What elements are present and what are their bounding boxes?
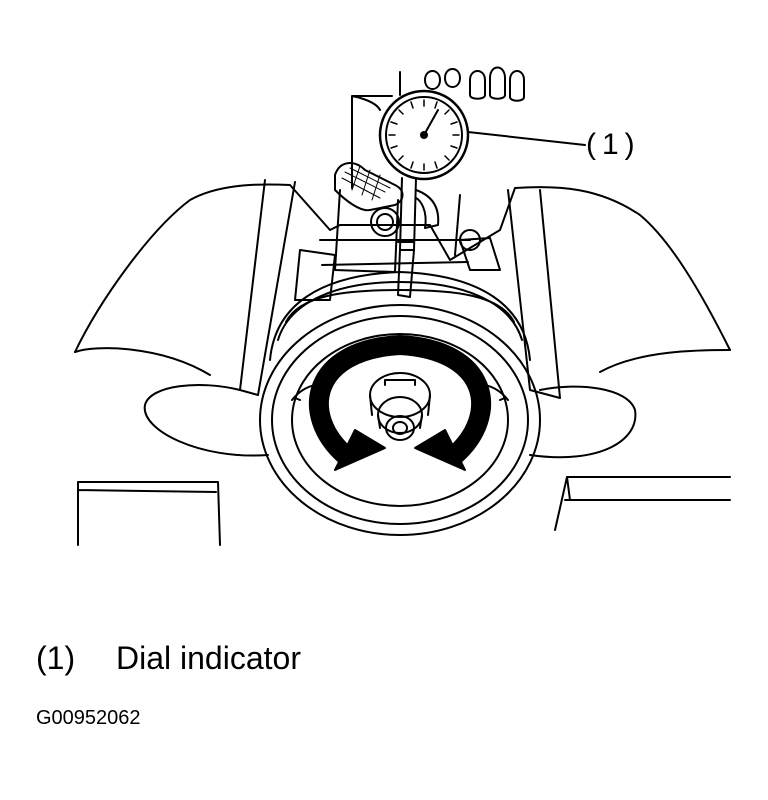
indicator-mount-base (334, 189, 461, 273)
right-shoulder (599, 349, 731, 373)
crank-pulley (259, 271, 541, 536)
dial-gauge-icon (378, 89, 470, 181)
left-shoulder (74, 347, 211, 376)
legend-number: (1) (36, 640, 76, 676)
spring-coils (399, 66, 525, 102)
legend-item: (1) Dial indicator (36, 640, 301, 677)
dial-indicator-illustration (74, 66, 731, 546)
figure-id: G00952062 (36, 707, 141, 729)
engine-housing-outline (74, 183, 731, 353)
rotation-arrow-icon (309, 335, 491, 471)
legend-text: Dial indicator (116, 640, 301, 676)
callout-leader (467, 131, 586, 146)
clamp-knob (370, 207, 400, 237)
left-lower-block (77, 481, 221, 546)
crank-bolt (369, 372, 431, 441)
right-lobe (529, 385, 637, 459)
indicator-lever (415, 189, 440, 229)
indicator-mount-plate (351, 95, 393, 189)
left-lobe (143, 384, 269, 457)
adjust-knob (459, 229, 481, 251)
callout-label: (1) (586, 128, 641, 161)
right-lower-block (554, 476, 731, 531)
right-cover-wall (507, 189, 561, 399)
clamp-arm (334, 162, 404, 212)
clamp-arm-knurl (341, 165, 391, 201)
indicator-stem (397, 177, 417, 298)
left-cover-wall (239, 179, 296, 396)
